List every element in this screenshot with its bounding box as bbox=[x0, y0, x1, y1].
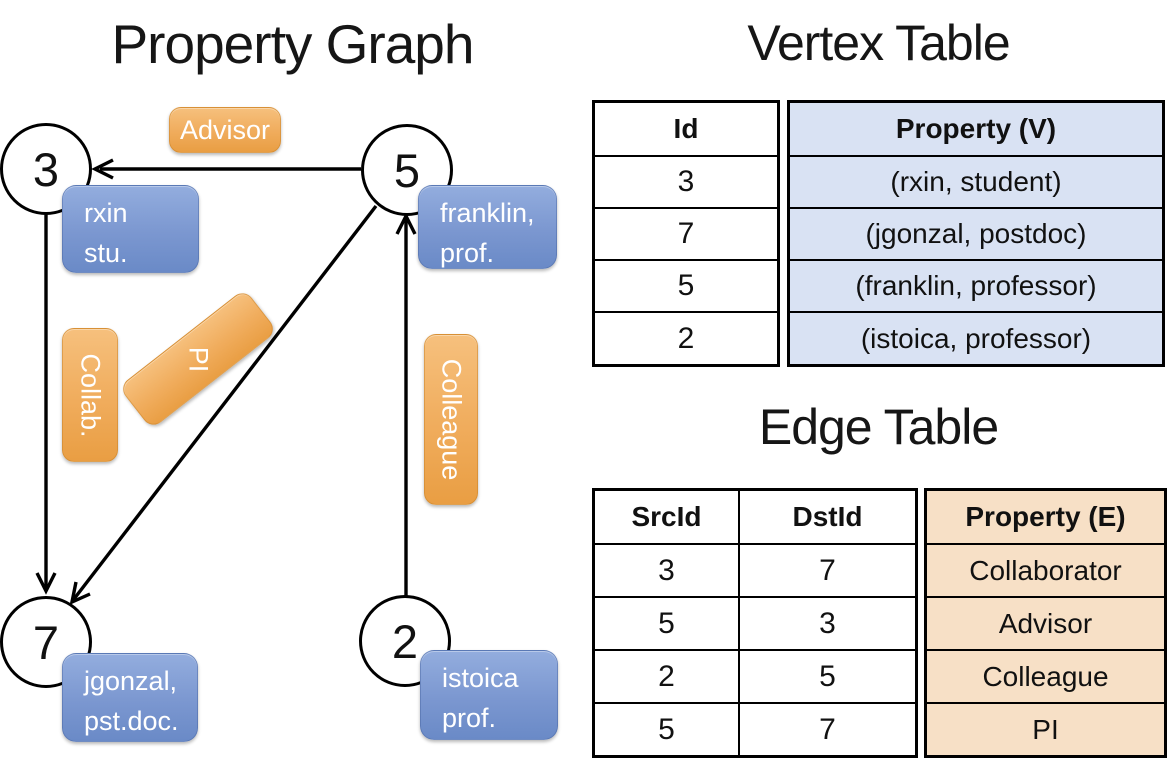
vertex-table-property-cell: (rxin, student) bbox=[790, 155, 1162, 207]
vertex-table-property-cell: (franklin, professor) bbox=[790, 259, 1162, 311]
arrowhead-into-7-diagonal bbox=[69, 581, 91, 605]
edge-table-srcid-cell: 5 bbox=[595, 598, 740, 649]
vertex-table-header-id: Id bbox=[673, 113, 699, 144]
edge-table-title: Edge Table bbox=[758, 399, 999, 455]
arrowhead-into-3 bbox=[91, 158, 114, 180]
edge-table-row: 5 7 bbox=[595, 702, 915, 755]
vertex-property-line: rxin bbox=[84, 198, 128, 228]
edge-table-id-columns: SrcId DstId 3 7 5 3 2 5 5 7 bbox=[592, 488, 918, 758]
node-circle-2: 2 bbox=[359, 595, 451, 687]
edge-table-property-cell: Collaborator bbox=[927, 543, 1164, 596]
vertex-table-property-column: Property (V) (rxin, student) (jgonzal, p… bbox=[787, 100, 1165, 367]
edge-2-to-5 bbox=[395, 212, 417, 598]
edge-table-row: 5 3 bbox=[595, 596, 915, 649]
arrowhead-into-7-vertical bbox=[35, 572, 57, 595]
edge-label-text: Colleague bbox=[436, 358, 467, 481]
edge-table-row: 3 7 bbox=[595, 543, 915, 596]
edge-5-to-7 bbox=[69, 204, 378, 605]
edge-label-text: Collab. bbox=[75, 352, 106, 438]
vertex-table-id-column: Id 3 7 5 2 bbox=[592, 100, 780, 367]
edge-3-to-7 bbox=[35, 213, 57, 595]
edge-table-dstid-cell: 5 bbox=[819, 659, 836, 693]
vertex-property-line: prof. bbox=[440, 238, 495, 268]
vertex-property-box-2: istoica prof. bbox=[420, 650, 558, 740]
edge-table-header-row: SrcId DstId bbox=[595, 491, 915, 543]
edge-table-header-srcid: SrcId bbox=[595, 491, 740, 543]
vertex-property-box-5: franklin, prof. bbox=[418, 185, 557, 269]
vertex-property-line: stu. bbox=[84, 238, 128, 268]
vertex-table-title: Vertex Table bbox=[747, 15, 1010, 71]
vertex-property-box-7: jgonzal, pst.doc. bbox=[62, 653, 198, 742]
edge-table-dstid-cell: 7 bbox=[819, 712, 836, 746]
graph-edges-svg bbox=[35, 158, 417, 605]
edge-5-to-3 bbox=[91, 158, 361, 180]
vertex-table-property-cell: (jgonzal, postdoc) bbox=[790, 207, 1162, 259]
vertex-property-line: pst.doc. bbox=[84, 706, 179, 736]
edge-table-dstid-cell: 3 bbox=[819, 606, 836, 640]
edge-label-text: PI bbox=[183, 346, 214, 372]
vertex-table-id-cell: 7 bbox=[595, 207, 777, 259]
edge-table-property-cell: PI bbox=[927, 702, 1164, 755]
vertex-property-line: franklin, bbox=[440, 198, 535, 228]
vertex-property-line: jgonzal, bbox=[84, 666, 178, 696]
vertex-table-property-cell: (istoica, professor) bbox=[790, 311, 1162, 364]
vertex-property-line: prof. bbox=[442, 703, 497, 733]
edge-label-advisor: Advisor bbox=[169, 107, 281, 153]
edge-table-header-property: Property (E) bbox=[965, 501, 1126, 532]
edge-label-colleague: Colleague bbox=[424, 334, 478, 505]
vertex-property-box-3: rxin stu. bbox=[62, 185, 199, 273]
vertex-table-id-cell: 3 bbox=[595, 155, 777, 207]
edge-table-srcid-cell: 5 bbox=[595, 704, 740, 755]
edge-label-text: Advisor bbox=[179, 114, 271, 145]
vertex-table-id-cell: 2 bbox=[595, 311, 777, 364]
edge-label-collaborator: Collab. bbox=[62, 328, 118, 462]
edge-table-property-cell: Colleague bbox=[927, 649, 1164, 702]
vertex-table-id-cell: 5 bbox=[595, 259, 777, 311]
edge-table-row: 2 5 bbox=[595, 649, 915, 702]
node-id-5: 5 bbox=[393, 143, 421, 197]
arrowhead-into-5 bbox=[395, 212, 417, 235]
node-id-7: 7 bbox=[32, 615, 60, 669]
vertex-table-header-property: Property (V) bbox=[895, 113, 1057, 144]
property-graph-title: Property Graph bbox=[111, 13, 474, 75]
edge-table-property-cell: Advisor bbox=[927, 596, 1164, 649]
edge-table-header-dstid: DstId bbox=[792, 501, 863, 532]
node-id-2: 2 bbox=[391, 614, 419, 668]
edge-table-dstid-cell: 7 bbox=[819, 553, 836, 587]
node-id-3: 3 bbox=[32, 142, 60, 196]
edge-table-srcid-cell: 2 bbox=[595, 651, 740, 702]
edge-table-property-column: Property (E) Collaborator Advisor Collea… bbox=[924, 488, 1167, 758]
edge-table-srcid-cell: 3 bbox=[595, 545, 740, 596]
vertex-property-line: istoica bbox=[442, 663, 519, 693]
